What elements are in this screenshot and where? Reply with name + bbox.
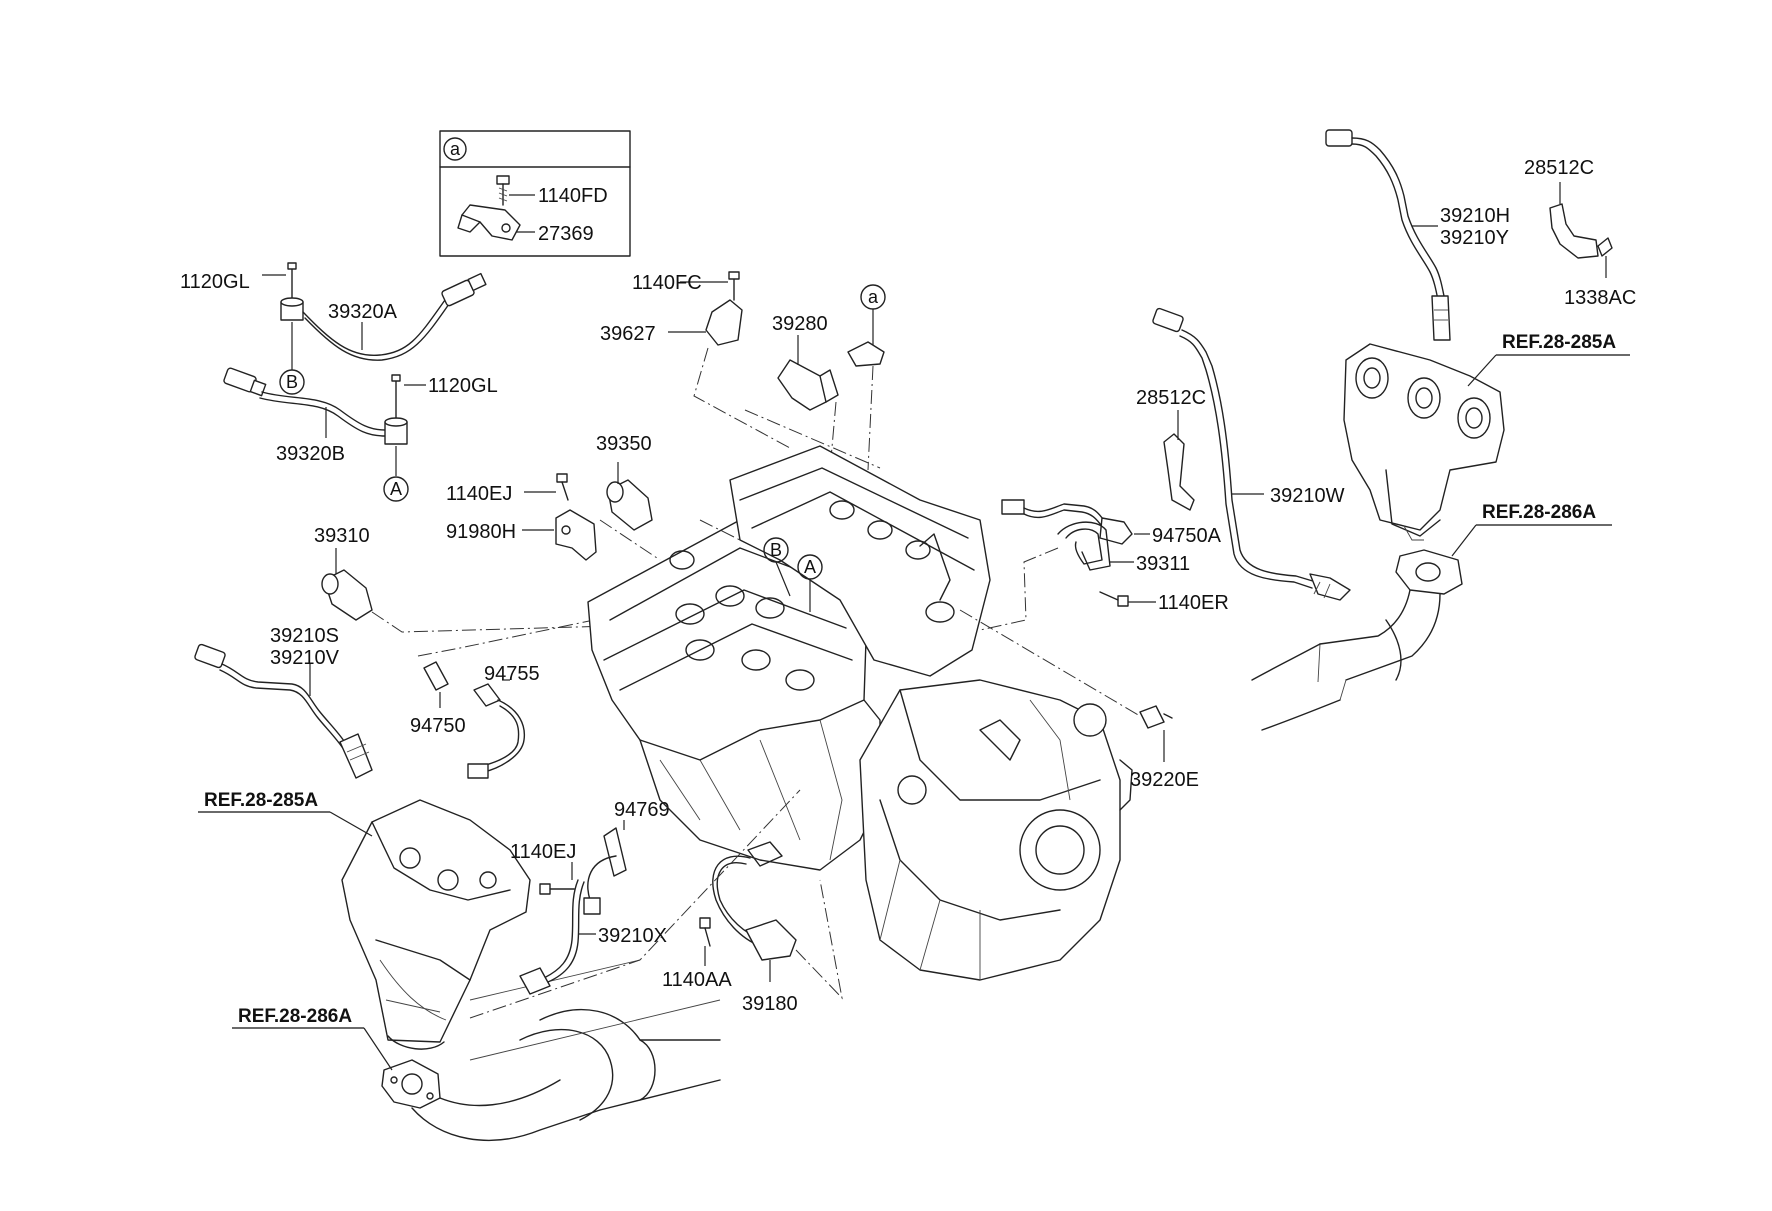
sensor-94750A — [1001, 499, 1150, 545]
bolt-1140EJ-bottom — [539, 862, 575, 895]
inset-circle-label: a — [450, 139, 461, 159]
oxygen-sensor-39210X — [519, 879, 596, 995]
part-1140FC-39627 — [668, 271, 743, 346]
label-28512C-mid: 28512C — [1136, 387, 1206, 409]
label-1140AA: 1140AA — [662, 969, 732, 991]
label-39320A: 39320A — [328, 301, 398, 323]
bracket-a-part — [847, 341, 885, 367]
label-1140FC: 1140FC — [632, 272, 702, 294]
label-39210S: 39210S — [270, 625, 339, 647]
ref-285A-left: REF.28-285A — [204, 790, 318, 811]
bolt-1140EJ-top — [524, 473, 569, 501]
label-1120GL-top: 1120GL — [180, 271, 250, 293]
knock-sensor-39320A — [262, 262, 487, 361]
callout-A-left: A — [390, 479, 402, 499]
label-1140EJ-top: 1140EJ — [446, 483, 512, 505]
bracket-28512C-mid — [1163, 410, 1195, 511]
exhaust-pipe-right — [1251, 549, 1463, 731]
label-91980H: 91980H — [446, 521, 516, 543]
oxygen-sensor-39210H — [1325, 129, 1451, 341]
label-39350: 39350 — [596, 433, 652, 455]
label-39210W: 39210W — [1270, 485, 1345, 507]
cam-sensor-39350 — [606, 462, 653, 531]
crank-sensor-39310 — [321, 548, 373, 621]
callout-A-engine: A — [804, 557, 816, 577]
exhaust-pipe-left — [381, 959, 721, 1141]
exhaust-manifold-right — [1343, 343, 1505, 541]
callout-a: a — [868, 287, 879, 307]
oxygen-sensor-39210W — [1152, 307, 1351, 601]
bracket-39311 — [979, 521, 1134, 631]
switch-94750 — [423, 661, 449, 708]
inset-detail-box: a 1140FD 27369 — [439, 130, 631, 257]
bracket-28512C-top — [1549, 182, 1613, 278]
callout-circle-A-left — [383, 476, 409, 502]
label-94750: 94750 — [410, 715, 466, 737]
label-39210Y: 39210Y — [1440, 227, 1509, 249]
label-39210X: 39210X — [598, 925, 667, 947]
callout-B-top: B — [286, 372, 298, 392]
knock-sensor-39320B — [223, 367, 426, 476]
label-1140ER: 1140ER — [1158, 592, 1229, 614]
label-94755: 94755 — [484, 663, 540, 685]
label-39280: 39280 — [772, 313, 828, 335]
ref-286A-right: REF.28-286A — [1482, 502, 1596, 523]
label-39210H: 39210H — [1440, 205, 1510, 227]
bracket-94769 — [583, 820, 627, 915]
label-28512C-top: 28512C — [1524, 157, 1594, 179]
label-39627: 39627 — [600, 323, 656, 345]
engine-assembly — [587, 445, 1133, 981]
label-39311: 39311 — [1136, 553, 1190, 575]
inset-part-27369: 27369 — [538, 223, 594, 245]
bracket-icon — [457, 204, 521, 241]
label-39310: 39310 — [314, 525, 370, 547]
sensor-39180 — [712, 841, 797, 982]
inset-part-1140FD: 1140FD — [538, 185, 608, 207]
label-39210V: 39210V — [270, 647, 340, 669]
sensor-94755 — [467, 679, 526, 779]
label-1140EJ-bottom: 1140EJ — [510, 841, 576, 863]
label-94750A: 94750A — [1152, 525, 1222, 547]
oxygen-sensor-39210S — [194, 643, 373, 779]
bolt-icon — [496, 175, 510, 206]
inset-circle-a — [443, 137, 467, 161]
label-94769: 94769 — [614, 799, 670, 821]
label-1120GL-mid: 1120GL — [428, 375, 498, 397]
label-39180: 39180 — [742, 993, 798, 1015]
exhaust-manifold-left — [341, 799, 531, 1050]
bolt-1140AA — [699, 917, 711, 966]
label-39220E: 39220E — [1130, 769, 1199, 791]
bracket-91980H — [522, 509, 597, 561]
label-1338AC: 1338AC — [1564, 287, 1636, 309]
ref-286A-left: REF.28-286A — [238, 1006, 352, 1027]
sensor-39220E — [1139, 705, 1173, 762]
label-39320B: 39320B — [276, 443, 345, 465]
part-39280 — [777, 335, 839, 411]
bolt-1140ER — [1099, 591, 1156, 607]
callout-B-engine: B — [770, 540, 782, 560]
ref-285A-right: REF.28-285A — [1502, 332, 1616, 353]
